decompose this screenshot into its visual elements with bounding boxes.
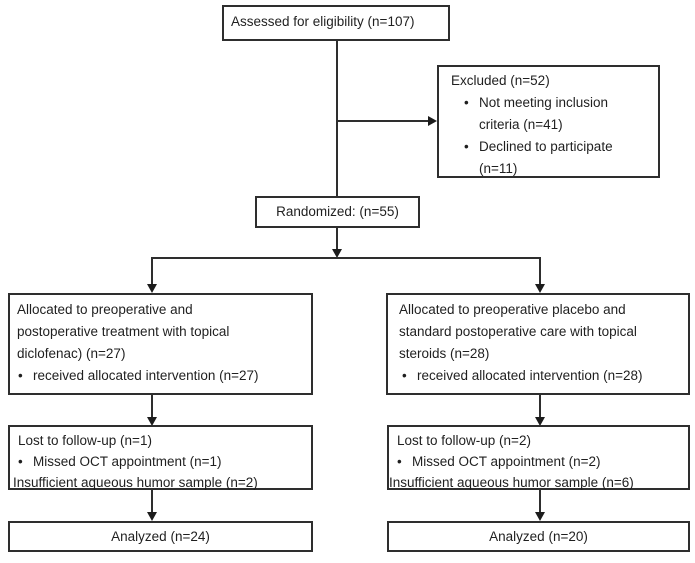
bullet-icon: • bbox=[464, 139, 469, 154]
connector-branch-excluded bbox=[337, 120, 429, 122]
analyzed-left-label: Analyzed (n=24) bbox=[111, 529, 210, 544]
box-analyzed-left: Analyzed (n=24) bbox=[8, 521, 313, 552]
bullet-icon: • bbox=[397, 454, 402, 469]
box-followup-right: Lost to follow-up (n=2) • Missed OCT app… bbox=[387, 425, 690, 490]
connector-assessed-randomized bbox=[336, 41, 338, 196]
followup-left-bullet: • Missed OCT appointment (n=1) bbox=[10, 451, 311, 472]
bullet-icon: • bbox=[18, 454, 23, 469]
excluded-title: Excluded (n=52) bbox=[451, 73, 550, 88]
bullet-icon: • bbox=[464, 95, 469, 110]
assessed-label: Assessed for eligibility (n=107) bbox=[231, 14, 415, 29]
arrowhead-analyzed-right-icon bbox=[535, 512, 545, 521]
followup-right-note: Insufficient aqueous humor sample (n=6) bbox=[389, 475, 634, 490]
arrowhead-analyzed-left-icon bbox=[147, 512, 157, 521]
followup-right-title: Lost to follow-up (n=2) bbox=[397, 433, 531, 448]
connector-alloc-followup-left bbox=[151, 395, 153, 417]
excluded-bullet-1-text: Not meeting inclusion criteria (n=41) bbox=[479, 95, 609, 132]
connector-followup-analyzed-right bbox=[539, 490, 541, 512]
followup-right-bullet: • Missed OCT appointment (n=2) bbox=[389, 451, 688, 472]
box-followup-left: Lost to follow-up (n=1) • Missed OCT app… bbox=[8, 425, 313, 490]
allocation-right-bullet-text: received allocated intervention (n=28) bbox=[417, 368, 643, 383]
excluded-bullet-2: • Declined to participate (n=11) bbox=[451, 136, 654, 180]
connector-alloc-followup-right bbox=[539, 395, 541, 417]
arrowhead-followup-right-icon bbox=[535, 417, 545, 426]
arrowhead-alloc-left-icon bbox=[147, 284, 157, 293]
bullet-icon: • bbox=[18, 368, 23, 383]
arrowhead-excluded-icon bbox=[428, 116, 437, 126]
excluded-bullet-2-text: Declined to participate (n=11) bbox=[479, 139, 613, 176]
box-allocation-diclofenac: Allocated to preoperative and postoperat… bbox=[8, 293, 313, 395]
allocation-right-bullet: • received allocated intervention (n=28) bbox=[399, 365, 684, 387]
allocation-left-bullet-text: received allocated intervention (n=27) bbox=[33, 368, 259, 383]
arrowhead-alloc-right-icon bbox=[535, 284, 545, 293]
connector-split-horizontal bbox=[151, 257, 541, 259]
allocation-left-bullet: • received allocated intervention (n=27) bbox=[17, 365, 307, 387]
box-excluded: Excluded (n=52) • Not meeting inclusion … bbox=[437, 65, 660, 178]
allocation-right-title: Allocated to preoperative placebo and st… bbox=[399, 302, 637, 361]
connector-split-alloc-right bbox=[539, 257, 541, 284]
followup-left-note: Insufficient aqueous humor sample (n=2) bbox=[13, 475, 258, 490]
followup-left-bullet-text: Missed OCT appointment (n=1) bbox=[33, 454, 222, 469]
followup-left-title: Lost to follow-up (n=1) bbox=[18, 433, 152, 448]
excluded-bullet-1: • Not meeting inclusion criteria (n=41) bbox=[451, 92, 654, 136]
followup-right-bullet-text: Missed OCT appointment (n=2) bbox=[412, 454, 601, 469]
arrowhead-followup-left-icon bbox=[147, 417, 157, 426]
bullet-icon: • bbox=[402, 368, 407, 383]
box-analyzed-right: Analyzed (n=20) bbox=[387, 521, 690, 552]
connector-randomized-split bbox=[336, 228, 338, 249]
connector-split-alloc-left bbox=[151, 257, 153, 284]
randomized-label: Randomized: (n=55) bbox=[276, 204, 399, 219]
arrowhead-split-icon bbox=[332, 249, 342, 258]
box-allocation-placebo-steroids: Allocated to preoperative placebo and st… bbox=[386, 293, 690, 395]
allocation-left-title: Allocated to preoperative and postoperat… bbox=[17, 302, 230, 361]
connector-followup-analyzed-left bbox=[151, 490, 153, 512]
box-randomized: Randomized: (n=55) bbox=[255, 196, 420, 228]
box-assessed-eligibility: Assessed for eligibility (n=107) bbox=[222, 5, 450, 41]
analyzed-right-label: Analyzed (n=20) bbox=[489, 529, 588, 544]
